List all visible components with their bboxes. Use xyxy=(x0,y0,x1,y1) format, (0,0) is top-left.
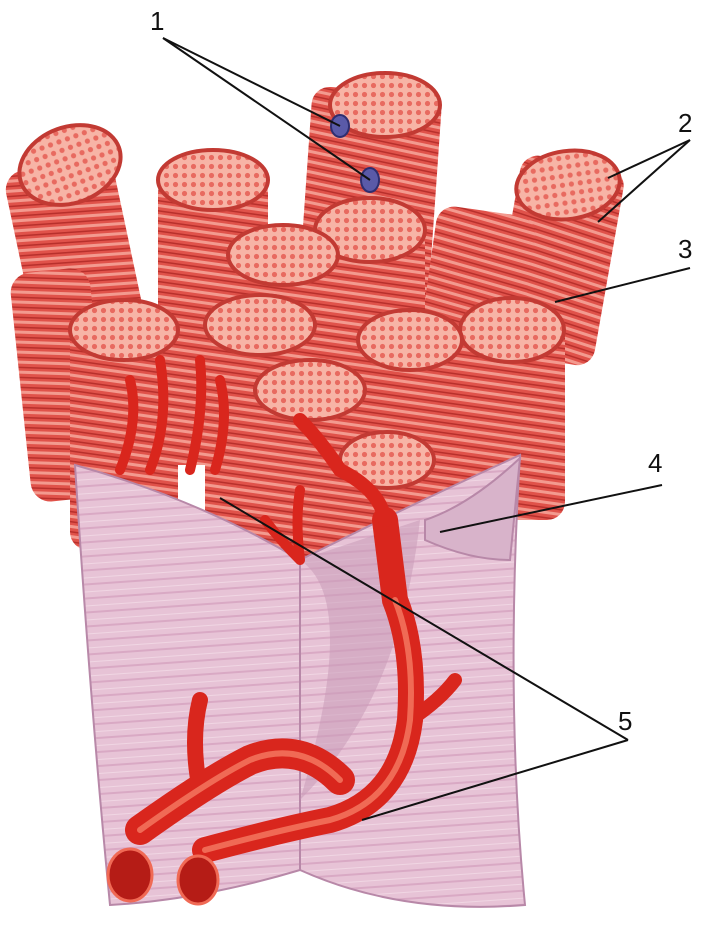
vessel-opening xyxy=(108,849,152,901)
leader-line-1a xyxy=(163,38,340,126)
callout-3: 3 xyxy=(678,234,692,264)
callout-5: 5 xyxy=(618,706,632,736)
vessel-opening xyxy=(178,856,218,904)
callout-4: 4 xyxy=(648,448,662,478)
callout-2: 2 xyxy=(678,108,692,138)
blood-vessel xyxy=(195,700,200,790)
leader-line-2a xyxy=(608,140,690,178)
callout-1: 1 xyxy=(150,6,164,36)
